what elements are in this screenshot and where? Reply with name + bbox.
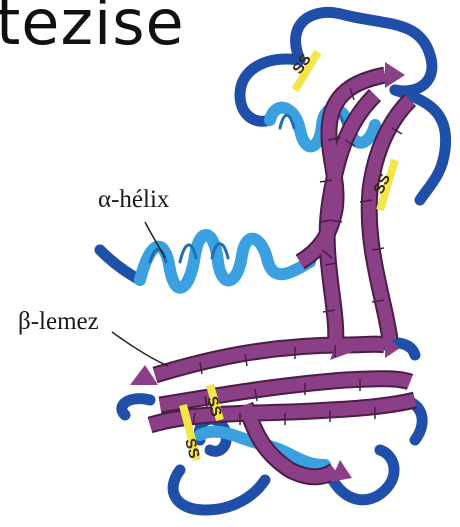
coil-bottom-left <box>122 399 150 415</box>
beta-strand-4 <box>155 344 385 375</box>
sheet-label: β-lemez <box>18 308 99 336</box>
coil-bottom-loop <box>173 470 265 510</box>
sheet-leader-line <box>112 332 168 366</box>
coil-helix-tail <box>100 250 140 280</box>
helix-label: α-hélix <box>98 186 169 214</box>
disulfide-label: SS <box>181 437 203 461</box>
strand-arrowhead <box>385 62 405 88</box>
